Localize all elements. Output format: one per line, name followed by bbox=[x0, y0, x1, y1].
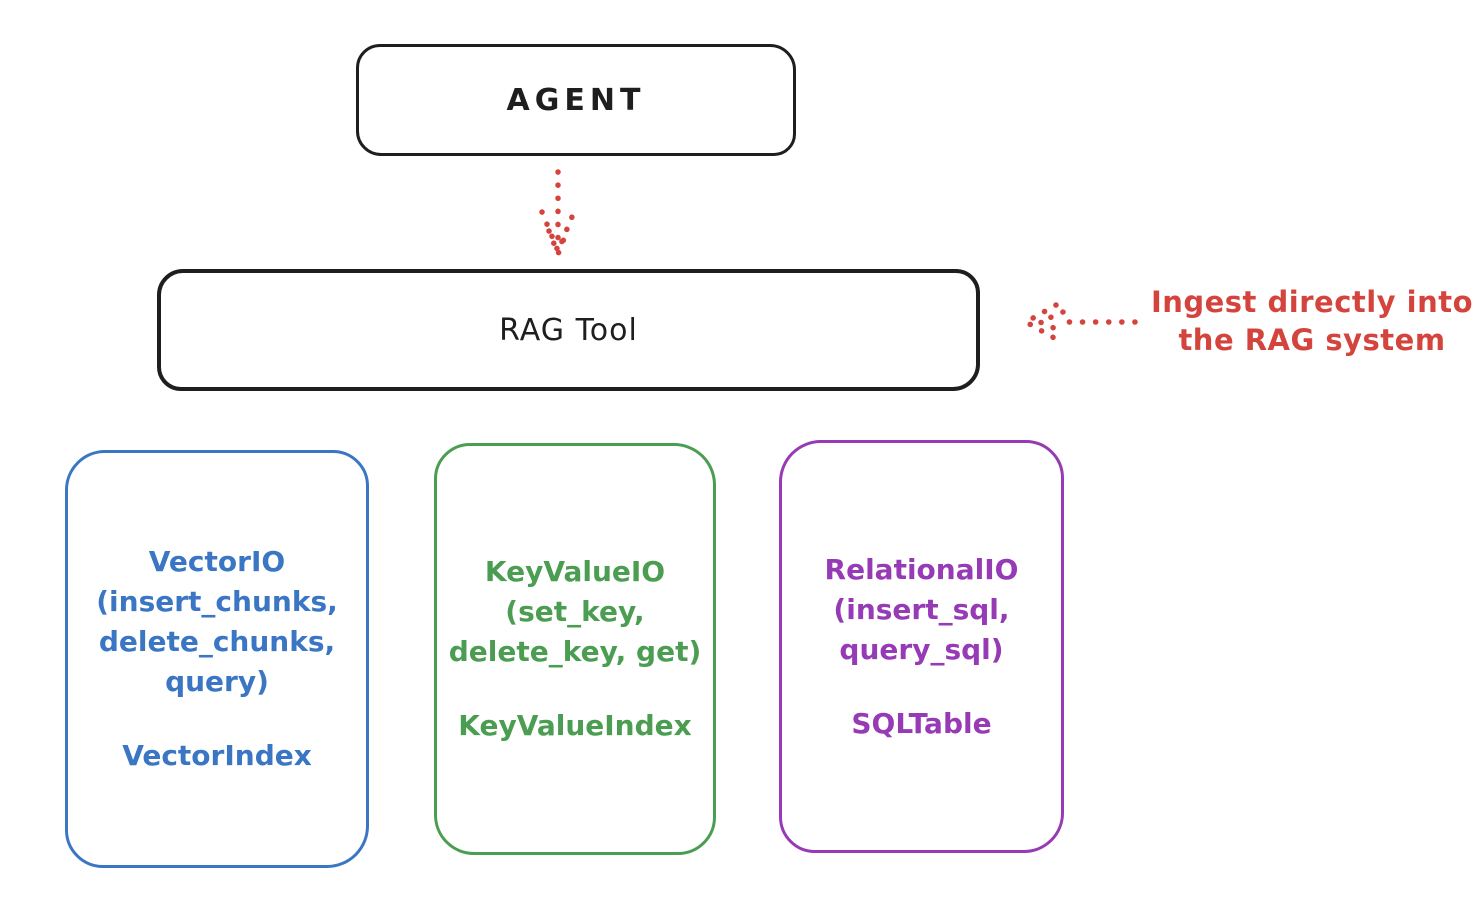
arrow-agent-to-rag-down-icon bbox=[539, 169, 577, 257]
relational-io-box: RelationalIO(insert_sql,query_sql) SQLTa… bbox=[779, 440, 1064, 853]
agent-box: AGENT bbox=[356, 44, 796, 156]
vector-io-lines: VectorIO(insert_chunks,delete_chunks,que… bbox=[96, 545, 338, 698]
ingest-annotation: Ingest directly into the RAG system bbox=[1138, 283, 1484, 359]
sql-table-label: SQLTable bbox=[851, 706, 992, 740]
keyvalue-io-lines: KeyValueIO(set_key,delete_key, get) bbox=[448, 555, 702, 668]
keyvalue-io-box: KeyValueIO(set_key,delete_key, get) KeyV… bbox=[434, 443, 716, 855]
ingest-annotation-line2: the RAG system bbox=[1178, 323, 1446, 357]
rag-tool-label: RAG Tool bbox=[499, 312, 638, 348]
agent-label: AGENT bbox=[506, 82, 646, 118]
arrow-ingest-to-rag-left-icon bbox=[1023, 302, 1138, 342]
rag-tool-box: RAG Tool bbox=[157, 269, 980, 391]
vector-io-box: VectorIO(insert_chunks,delete_chunks,que… bbox=[65, 450, 369, 868]
keyvalue-index-label: KeyValueIndex bbox=[458, 709, 692, 742]
vector-index-label: VectorIndex bbox=[122, 739, 312, 772]
ingest-annotation-line1: Ingest directly into bbox=[1150, 285, 1474, 319]
relational-io-lines: RelationalIO(insert_sql,query_sql) bbox=[824, 552, 1019, 666]
